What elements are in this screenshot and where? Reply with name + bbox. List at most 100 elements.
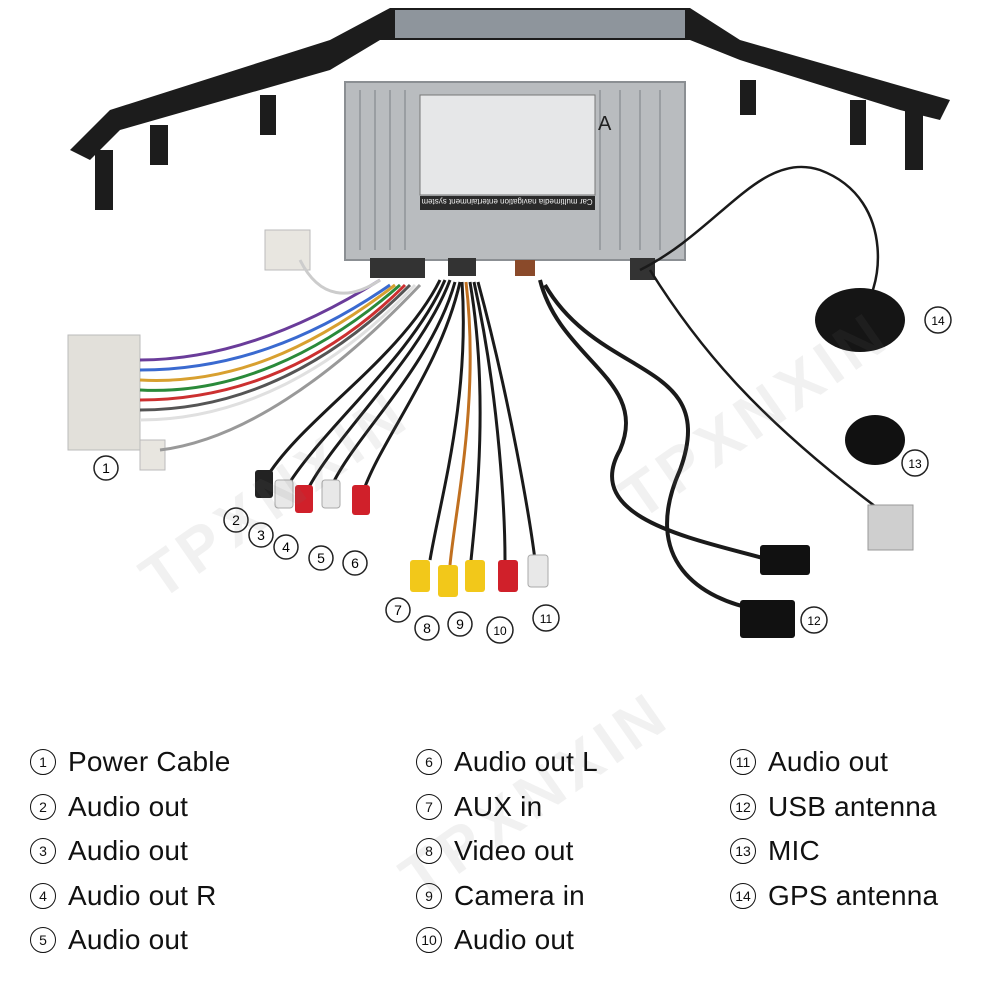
callout-5: 5	[308, 545, 334, 571]
svg-text:5: 5	[317, 550, 325, 566]
legend-label: Audio out R	[68, 879, 217, 911]
callout-1: 1	[93, 455, 119, 481]
legend-item: 8 Video out	[416, 829, 598, 874]
svg-text:1: 1	[102, 460, 110, 476]
legend-number: 2	[30, 793, 56, 820]
svg-text:12: 12	[807, 614, 821, 628]
legend-number: 14	[730, 882, 756, 909]
svg-text:6: 6	[351, 555, 359, 571]
mic-cable	[648, 269, 881, 511]
legend-number: 5	[30, 927, 56, 954]
connector	[515, 260, 535, 276]
box-label	[419, 94, 596, 196]
callout-8: 8	[414, 615, 440, 641]
callout-13: 13	[901, 449, 929, 477]
box-letter: A	[598, 113, 612, 135]
dash-frame	[70, 8, 950, 160]
callout-6: 6	[342, 550, 368, 576]
frame-tab	[740, 80, 756, 115]
usb-plug	[740, 600, 795, 638]
legend-label: Audio out	[68, 835, 189, 867]
gps-puck	[815, 288, 905, 352]
box-fins	[359, 90, 661, 250]
rca-plugs-mid	[410, 554, 549, 597]
legend-number: 6	[416, 749, 442, 776]
legend-column-2: 6 Audio out L 7 AUX in 8 Video out 9 Camera …	[416, 740, 598, 963]
legend-item: 3 Audio out	[30, 829, 231, 874]
svg-text:10: 10	[493, 624, 507, 638]
connector	[448, 258, 476, 276]
legend-label: MIC	[768, 835, 820, 867]
callout-4: 4	[273, 534, 299, 560]
callout-2: 2	[223, 507, 249, 533]
svg-text:11: 11	[540, 612, 553, 626]
callout-11: 11	[532, 604, 560, 632]
legend-item: 13 MIC	[730, 829, 938, 874]
legend-item: 14 GPS antenna	[730, 874, 938, 919]
legend-label: Audio out L	[454, 746, 598, 778]
svg-text:2: 2	[232, 512, 240, 528]
frame-tab	[95, 150, 113, 210]
legend-number: 10	[416, 927, 442, 954]
svg-text:14: 14	[931, 314, 945, 328]
legend-item: 6 Audio out L	[416, 740, 598, 785]
legend-label: AUX in	[454, 790, 543, 822]
svg-text:8: 8	[423, 620, 431, 636]
power-plug	[67, 334, 141, 451]
box-title-bar	[420, 196, 595, 210]
svg-text:7: 7	[394, 602, 402, 618]
plug-small	[139, 439, 166, 471]
power-wires	[139, 259, 422, 452]
callout-9: 9	[447, 611, 473, 637]
callout-3: 3	[248, 522, 274, 548]
legend-label: Camera in	[454, 879, 585, 911]
legend-number: 13	[730, 838, 756, 865]
product-photo: Car multimedia navigation entertainment …	[67, 8, 952, 644]
legend-label: Power Cable	[68, 746, 231, 778]
callout-10: 10	[486, 616, 514, 644]
rca-plugs-left	[255, 470, 370, 515]
frame-tab	[150, 125, 168, 165]
callout-14: 14	[924, 306, 952, 334]
legend-label: Audio out	[68, 790, 189, 822]
rca-cables-left	[263, 279, 462, 496]
frame-tab	[850, 100, 866, 145]
legend-number: 7	[416, 793, 442, 820]
gps-cable	[639, 165, 880, 312]
legend-item: 9 Camera in	[416, 874, 598, 919]
legend-number: 11	[730, 749, 756, 776]
legend-label: USB antenna	[768, 790, 937, 822]
usb-plug	[760, 545, 810, 575]
legend-item: 7 AUX in	[416, 785, 598, 830]
screen	[395, 10, 685, 38]
legend-label: Audio out	[768, 746, 889, 778]
legend-number: 3	[30, 838, 56, 865]
legend-number: 8	[416, 838, 442, 865]
usb-cables	[538, 279, 771, 612]
svg-text:13: 13	[908, 457, 922, 471]
frame-tab	[260, 95, 276, 135]
legend-number: 9	[416, 882, 442, 909]
legend-number: 4	[30, 882, 56, 909]
legend-label: Video out	[454, 835, 574, 867]
connector	[370, 258, 425, 278]
mic-puck	[845, 415, 905, 465]
legend-item: 2 Audio out	[30, 785, 231, 830]
mic-plug	[867, 504, 914, 551]
legend-item: 5 Audio out	[30, 918, 231, 963]
svg-text:9: 9	[456, 616, 464, 632]
legend-label: Audio out	[68, 924, 189, 956]
legend-item: 4 Audio out R	[30, 874, 231, 919]
svg-text:3: 3	[257, 527, 265, 543]
svg-text:4: 4	[282, 539, 290, 555]
legend-item: 11 Audio out	[730, 740, 938, 785]
callout-12: 12	[800, 606, 828, 634]
legend-label: GPS antenna	[768, 879, 939, 911]
box-title-text: Car multimedia navigation entertainment …	[421, 197, 593, 206]
